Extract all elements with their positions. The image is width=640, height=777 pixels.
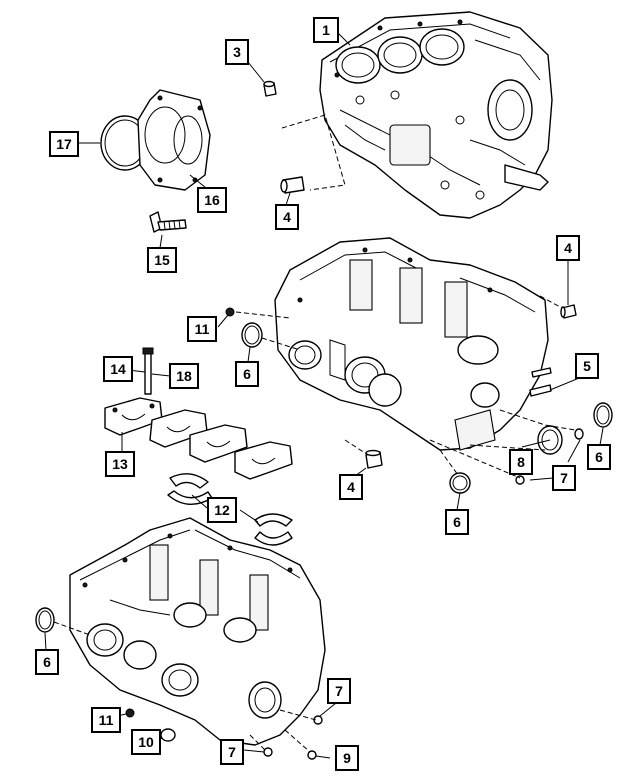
svg-text:3: 3 xyxy=(233,44,241,60)
callout-9: 9 xyxy=(335,745,359,771)
callout-7-upper: 7 xyxy=(552,465,576,491)
bearing-shell-12-d xyxy=(254,531,293,546)
o-ring-7-lower xyxy=(263,747,273,757)
svg-text:1: 1 xyxy=(322,22,330,38)
leader-lines xyxy=(44,32,604,759)
svg-text:7: 7 xyxy=(335,683,343,699)
callout-16: 16 xyxy=(197,187,227,213)
cover-plate-16 xyxy=(137,89,211,191)
bearing-cap-13-d xyxy=(234,441,293,480)
callout-6-upper: 6 xyxy=(235,361,259,387)
svg-text:17: 17 xyxy=(56,136,72,152)
callout-12: 12 xyxy=(207,497,237,523)
svg-text:7: 7 xyxy=(560,470,568,486)
pin-5 xyxy=(529,367,552,397)
upper-block-casting xyxy=(274,237,549,451)
bolt-11-lower xyxy=(125,708,135,718)
callout-17: 17 xyxy=(49,131,79,157)
svg-text:12: 12 xyxy=(214,502,230,518)
plug-10 xyxy=(160,728,176,742)
svg-text:14: 14 xyxy=(110,361,126,377)
svg-text:15: 15 xyxy=(154,252,170,268)
svg-text:16: 16 xyxy=(204,192,220,208)
callout-4-lower: 4 xyxy=(339,474,363,500)
seal-ring-6-right xyxy=(593,402,613,428)
svg-text:4: 4 xyxy=(347,479,355,495)
bearing-shell-12-c xyxy=(254,513,293,527)
dowel-4-lower xyxy=(365,449,383,469)
callout-6-lower: 6 xyxy=(35,649,59,675)
svg-text:18: 18 xyxy=(176,368,192,384)
callout-6-middle: 6 xyxy=(445,509,469,535)
svg-text:6: 6 xyxy=(43,654,51,670)
callout-6-right: 6 xyxy=(587,444,611,470)
callout-4-right: 4 xyxy=(556,235,580,261)
svg-text:7: 7 xyxy=(228,744,236,760)
seal-ring-6-upper xyxy=(241,322,263,348)
callout-13: 13 xyxy=(105,451,135,477)
seal-ring-6-lower xyxy=(35,607,55,633)
seal-ring-6-middle xyxy=(449,472,471,494)
svg-text:9: 9 xyxy=(343,750,351,766)
svg-text:4: 4 xyxy=(564,240,572,256)
callout-1: 1 xyxy=(313,17,339,43)
svg-text:6: 6 xyxy=(453,514,461,530)
svg-text:10: 10 xyxy=(138,734,154,750)
callout-11-upper: 11 xyxy=(187,316,217,342)
o-ring-9 xyxy=(307,750,317,760)
callout-3: 3 xyxy=(225,39,249,65)
dowel-4-right xyxy=(560,304,577,319)
bolt-11-upper xyxy=(225,307,235,317)
svg-text:8: 8 xyxy=(517,454,525,470)
callout-15: 15 xyxy=(147,247,177,273)
callout-7-lower-right: 7 xyxy=(327,678,351,704)
callout-14: 14 xyxy=(103,356,133,382)
callout-7-lower: 7 xyxy=(220,739,244,765)
bearing-shell-12-b xyxy=(167,490,213,505)
dowel-sleeve-4-top xyxy=(280,176,305,194)
main-bolt-14 xyxy=(142,347,154,395)
callout-18: 18 xyxy=(169,363,199,389)
svg-text:6: 6 xyxy=(595,449,603,465)
svg-text:5: 5 xyxy=(583,358,591,374)
svg-text:4: 4 xyxy=(283,209,291,225)
bolt-15 xyxy=(149,211,187,233)
o-ring-7-upper xyxy=(515,428,584,485)
svg-text:13: 13 xyxy=(112,456,128,472)
lower-block-casting xyxy=(69,517,326,746)
dowel-pin-3 xyxy=(263,80,277,97)
callout-8: 8 xyxy=(509,449,533,475)
svg-text:6: 6 xyxy=(243,366,251,382)
callout-10: 10 xyxy=(131,729,161,755)
callout-4-top: 4 xyxy=(275,204,299,230)
callout-11-lower: 11 xyxy=(91,707,121,733)
bearing-shell-12-a xyxy=(169,473,209,489)
callout-5: 5 xyxy=(575,353,599,379)
seal-ring-17 xyxy=(100,115,150,171)
engine-block-assembly xyxy=(319,11,553,219)
svg-text:11: 11 xyxy=(99,712,114,728)
o-ring-7-lower-right xyxy=(313,715,323,725)
svg-text:11: 11 xyxy=(195,321,210,337)
